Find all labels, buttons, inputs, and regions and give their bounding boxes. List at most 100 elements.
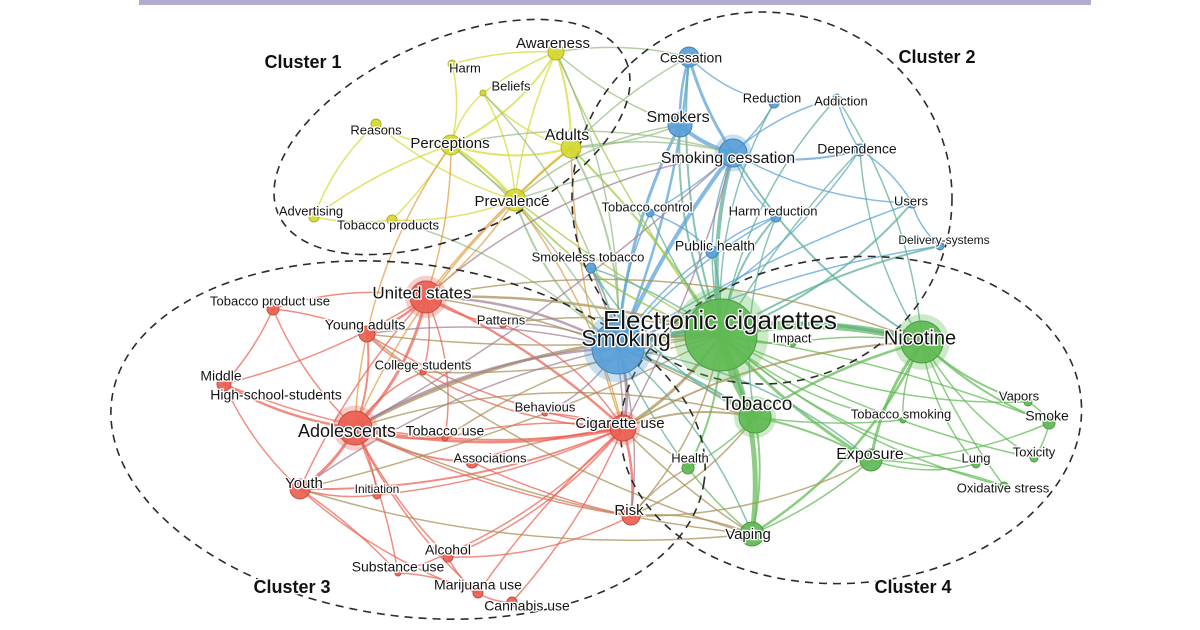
edge-young_adults--cigarette_use — [366, 333, 624, 429]
node-cannabis_use — [506, 596, 518, 608]
node-patterns — [498, 319, 508, 329]
node-label-young_adults: Young adults — [325, 317, 405, 333]
node-cigarette_use — [609, 414, 637, 442]
edge-youth--substance_use — [299, 488, 399, 574]
edge-prevalence--smoking_cessation — [514, 152, 734, 201]
edge-smoking--young_adults — [366, 326, 619, 349]
node-smoking_cessation — [718, 138, 748, 168]
node-delivery_systems — [935, 241, 945, 251]
node-label-adults: Adults — [545, 127, 589, 144]
node-oxidative_stress — [999, 481, 1009, 491]
edge-adolescents--tobacco — [354, 391, 756, 429]
edge-electronic_cigarettes--oxidative_stress — [720, 334, 1005, 487]
node-label-smoking: Smoking — [581, 325, 670, 351]
edge-electronic_cigarettes--vapors — [720, 334, 1029, 404]
edge-cigarette_use--nicotine — [622, 341, 923, 429]
node-smokers — [667, 112, 693, 138]
cluster-label-c2: Cluster 2 — [898, 47, 975, 67]
edge-youth--marijuana_use — [299, 488, 479, 594]
node-smokeless_tobacco — [585, 262, 597, 274]
node-perceptions — [440, 134, 462, 156]
edge-electronic_cigarettes--young_adults — [366, 333, 722, 346]
node-label-dependence: Dependence — [817, 141, 897, 157]
edge-united_states--adults — [425, 147, 572, 298]
edge-cigarette_use--substance_use — [397, 427, 624, 574]
edge-reasons--advertising — [313, 123, 377, 218]
edge-substance_use--marijuana_use — [397, 572, 479, 594]
edge-perceptions--advertising — [313, 144, 452, 218]
node-label-middle_high_school_students-line1: Middle — [200, 368, 241, 384]
node-marijuana_use — [472, 587, 484, 599]
node-risk — [621, 506, 641, 526]
edge-exposure--smoke — [870, 422, 1050, 461]
edge-united_states--smoking_cessation — [425, 152, 734, 298]
edge-young_adults--vaping — [366, 333, 753, 535]
edge-cessation--smoking — [616, 55, 691, 350]
node-label-electronic_cigarettes: Electronic cigarettes — [603, 305, 837, 335]
node-reasons — [370, 118, 382, 130]
node-behavious — [541, 409, 549, 417]
edge-tobacco_control--public_health — [649, 212, 713, 253]
node-label-alcohol: Alcohol — [425, 542, 471, 558]
cluster-label-c4: Cluster 4 — [874, 577, 951, 597]
node-adolescents — [337, 410, 373, 446]
node-label-initiation: Initiation — [355, 482, 400, 496]
edge-tobacco_product_use--united_states — [272, 291, 427, 310]
node-electronic_cigarettes — [684, 298, 758, 372]
node-label-associations: Associations — [454, 450, 527, 465]
node-impact — [787, 338, 797, 348]
node-harm_reduction — [770, 211, 782, 223]
edge-smoking--nicotine — [616, 320, 924, 350]
node-label-reasons: Reasons — [350, 122, 402, 137]
top-accent-bar — [139, 0, 1091, 5]
cluster-label-c3: Cluster 3 — [253, 577, 330, 597]
node-initiation — [372, 490, 382, 500]
edge-initiation--cigarette_use — [376, 427, 624, 496]
node-tobacco — [738, 400, 772, 434]
edge-smoking--perceptions — [450, 144, 619, 349]
node-tobacco_smoking — [899, 416, 907, 424]
node-label-cigarette_use: Cigarette use — [575, 415, 664, 432]
node-cessation — [678, 46, 700, 68]
node-health — [681, 461, 695, 475]
edge-associations--cigarette_use — [471, 427, 624, 463]
edge-awareness--harm — [451, 50, 557, 65]
node-label-united_states: United states — [372, 283, 471, 302]
edge-electronic_cigarettes--united_states — [424, 295, 723, 337]
node-associations — [465, 455, 479, 469]
edge-electronic_cigarettes--toxicity — [720, 334, 1035, 459]
cluster-boundaries-layer — [110, 11, 1083, 620]
node-label-advertising: Advertising — [279, 203, 343, 218]
node-label-adolescents: Adolescents — [298, 421, 396, 441]
nodes-layer — [216, 43, 1056, 608]
edge-smoking--beliefs — [482, 92, 619, 349]
node-label-smoking_cessation: Smoking cessation — [661, 150, 795, 167]
edge-tobacco_product_use--young_adults — [272, 308, 368, 335]
edge-tobacco_use--cigarette_use — [444, 422, 624, 439]
edge-nicotine--tobacco — [753, 340, 924, 419]
edge-awareness--cessation — [555, 46, 690, 58]
node-college_students — [419, 368, 427, 376]
node-middle_high_school_students — [216, 376, 232, 392]
edge-adolescents--perceptions — [354, 144, 452, 429]
node-beliefs — [479, 89, 487, 97]
node-vapors — [1023, 397, 1033, 407]
node-label-nicotine: Nicotine — [884, 327, 956, 349]
edge-reasons--prevalence — [375, 123, 516, 201]
edge-united_states--adolescents — [353, 295, 428, 430]
node-harm — [447, 59, 457, 69]
edge-awareness--smokers — [555, 51, 681, 126]
edge-cigarette_use--smoking_cessation — [622, 152, 734, 429]
edge-tobacco_product_use--middle_high_school_students — [223, 308, 274, 385]
node-smoking — [591, 321, 645, 375]
node-label-college_students: College students — [375, 357, 472, 372]
node-label-impact: Impact — [772, 330, 811, 345]
node-smoke — [1042, 416, 1056, 430]
node-label-harm_reduction: Harm reduction — [729, 203, 818, 218]
node-adults — [560, 137, 582, 159]
node-label-vaping: Vaping — [725, 526, 771, 543]
node-dependence — [853, 143, 867, 157]
node-label-tobacco_use: Tobacco use — [406, 423, 485, 439]
node-label-patterns: Patterns — [477, 312, 526, 327]
edge-adults--smoking_cessation — [570, 141, 734, 154]
